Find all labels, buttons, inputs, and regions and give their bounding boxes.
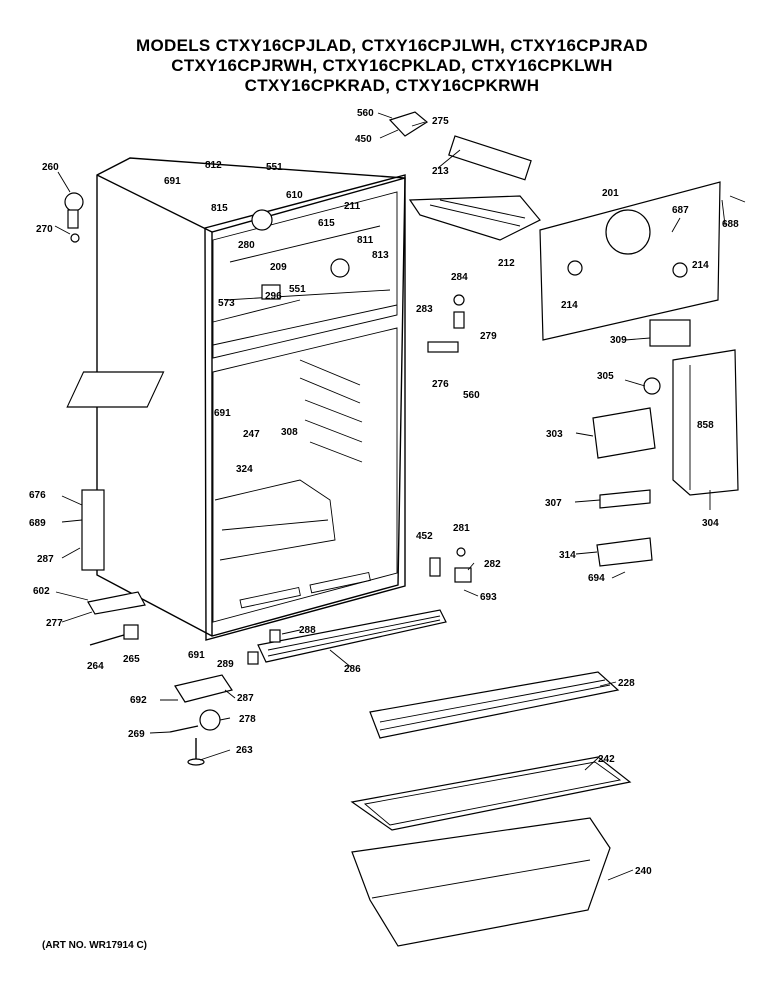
- callout-label: 211: [344, 201, 361, 212]
- callout-label: 551: [289, 284, 306, 295]
- callout-label: 281: [453, 523, 470, 534]
- callout-label: 260: [42, 162, 59, 173]
- callout-label: 610: [286, 190, 303, 201]
- callout-label: 305: [597, 371, 614, 382]
- callout-label: 265: [123, 654, 140, 665]
- callout-label: 289: [217, 659, 234, 670]
- callout-label: 240: [635, 866, 652, 877]
- callout-label: 279: [480, 331, 497, 342]
- callout-label: 270: [36, 224, 53, 235]
- callout-label: 450: [355, 134, 372, 145]
- callout-label: 573: [218, 298, 235, 309]
- callout-label: 811: [357, 235, 374, 246]
- callout-label: 693: [480, 592, 497, 603]
- callout-label: 214: [692, 260, 709, 271]
- callout-label: 689: [29, 518, 46, 529]
- callout-label: 691: [188, 650, 205, 661]
- callout-label: 275: [432, 116, 449, 127]
- callout-label: 560: [357, 108, 374, 119]
- callout-label: 209: [270, 262, 287, 273]
- top-parts: [388, 111, 721, 347]
- callout-label: 213: [432, 166, 449, 177]
- callout-label: 307: [545, 498, 562, 509]
- callout-label: 287: [37, 554, 54, 565]
- callout-label: 858: [697, 420, 714, 431]
- callout-label: 688: [722, 219, 739, 230]
- callout-label: 264: [87, 661, 104, 672]
- callout-label: 551: [266, 162, 283, 173]
- callout-label: 691: [214, 408, 231, 419]
- callout-label: 278: [239, 714, 256, 725]
- callout-label: 228: [618, 678, 635, 689]
- callout-label: 283: [416, 304, 433, 315]
- callout-label: 263: [236, 745, 253, 756]
- callout-label: 812: [205, 160, 222, 171]
- shelf-and-crisper: [350, 671, 632, 947]
- callout-label: 284: [451, 272, 468, 283]
- callout-label: 276: [432, 379, 449, 390]
- callout-label: 280: [238, 240, 255, 251]
- callout-label: 615: [318, 218, 335, 229]
- callout-label: 324: [236, 464, 253, 475]
- callout-label: 452: [416, 531, 433, 542]
- callout-label: 602: [33, 586, 50, 597]
- callout-label: 314: [559, 550, 576, 561]
- callout-label: 296: [265, 291, 282, 302]
- callout-label: 694: [588, 573, 605, 584]
- callout-label: 242: [598, 754, 615, 765]
- callout-label: 309: [610, 335, 627, 346]
- leader-lines: [54, 112, 746, 881]
- callout-label: 212: [498, 258, 515, 269]
- callout-label: 201: [602, 188, 619, 199]
- callout-label: 308: [281, 427, 298, 438]
- callout-label: 676: [29, 490, 46, 501]
- callout-label: 214: [561, 300, 578, 311]
- callout-label: 269: [128, 729, 145, 740]
- callout-label: 277: [46, 618, 63, 629]
- callout-label: 813: [372, 250, 389, 261]
- callout-label: 692: [130, 695, 147, 706]
- small-parts: [64, 192, 739, 766]
- callout-label: 304: [702, 518, 719, 529]
- models-title-line-2: CTXY16CPJRWH, CTXY16CPKLAD, CTXY16CPKLWH: [171, 56, 613, 75]
- callout-label: 691: [164, 176, 181, 187]
- models-title-line-3: CTXY16CPKRAD, CTXY16CPKRWH: [244, 76, 540, 95]
- models-title-line-1: MODELS CTXY16CPJLAD, CTXY16CPJLWH, CTXY1…: [136, 36, 648, 55]
- callout-label: 687: [672, 205, 689, 216]
- callout-label: 247: [243, 429, 260, 440]
- callout-label: 815: [211, 203, 228, 214]
- callout-label: 560: [463, 390, 480, 401]
- cabinet-body: [96, 157, 406, 641]
- callout-label: 288: [299, 625, 316, 636]
- callout-label: 303: [546, 429, 563, 440]
- callout-label: 282: [484, 559, 501, 570]
- callout-labels: 560 275 450 213 260 812 551 691 610 615 …: [29, 108, 739, 877]
- callout-label: 286: [344, 664, 361, 675]
- callout-label: 287: [237, 693, 254, 704]
- art-number: (ART NO. WR17914 C): [42, 940, 148, 951]
